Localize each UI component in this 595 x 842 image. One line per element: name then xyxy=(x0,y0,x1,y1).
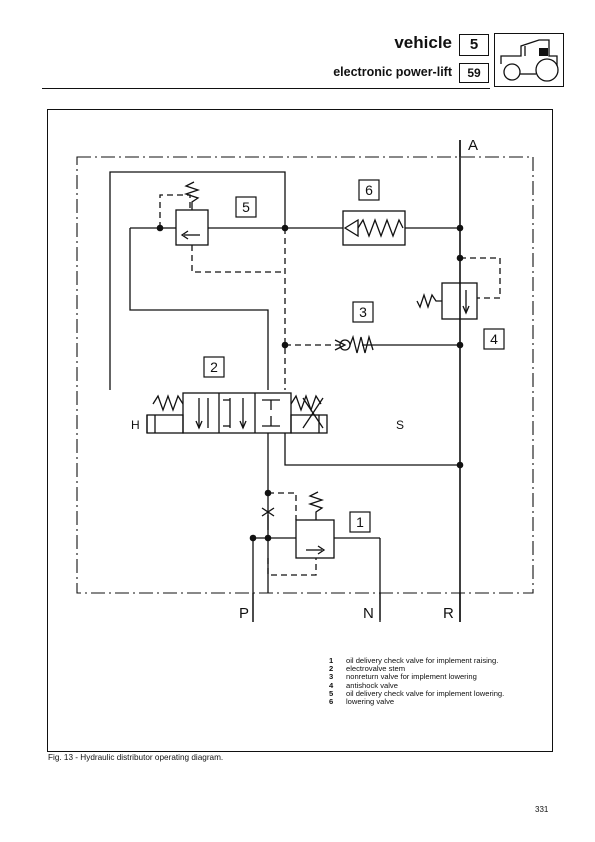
tag-box-3 xyxy=(352,301,374,323)
port-R-label: R xyxy=(443,605,454,622)
tag-6: 6 xyxy=(365,182,373,198)
tag-box-5 xyxy=(235,196,257,218)
figure-frame xyxy=(47,109,553,752)
tag-4: 4 xyxy=(490,331,498,347)
section-title: vehicle xyxy=(394,33,452,52)
boundary-line xyxy=(76,156,534,594)
port-P-label: P xyxy=(239,605,249,622)
tag-2: 2 xyxy=(210,359,218,375)
port-S-label: S xyxy=(396,418,404,432)
tag-3: 3 xyxy=(359,304,367,320)
figure-caption: Fig. 13 - Hydraulic distributor operatin… xyxy=(48,753,224,762)
header-rule xyxy=(42,88,490,89)
page-number: 331 xyxy=(535,805,549,814)
tag-box-2 xyxy=(203,356,225,378)
tag-5: 5 xyxy=(242,199,250,215)
section-number-box: 5 xyxy=(459,34,489,56)
page-code-box: 59 xyxy=(459,63,489,83)
port-H-label: H xyxy=(131,418,140,432)
junction-nodes xyxy=(156,224,464,542)
section-subtitle: electronic power-lift xyxy=(333,65,452,79)
port-N-label: N xyxy=(363,605,374,622)
tag-box-6 xyxy=(358,179,380,201)
port-A-label: A xyxy=(468,137,478,154)
tag-box-1 xyxy=(349,511,371,533)
tag-1: 1 xyxy=(356,514,364,530)
tag-box-4 xyxy=(483,328,505,350)
tractor-icon xyxy=(494,33,564,87)
